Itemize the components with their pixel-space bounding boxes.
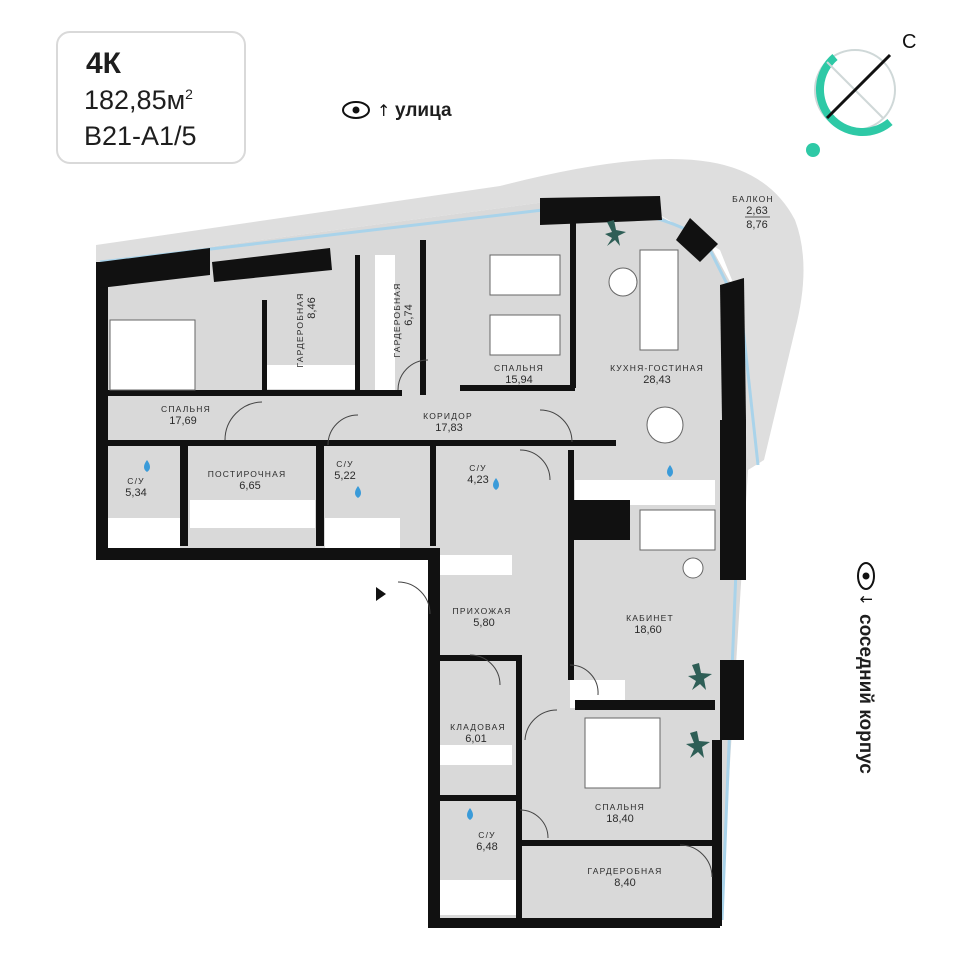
sun-icon [806,143,820,157]
svg-text:КЛАДОВАЯ: КЛАДОВАЯ [450,722,506,732]
room-corridor: КОРИДОР 17,83 [423,411,473,434]
water-drop-icon [667,465,673,477]
apartment-type: 4К [86,47,121,80]
room-labels: СПАЛЬНЯ 17,69 ГАРДЕРОБНАЯ 8,46 ГАРДЕРОБН… [125,194,774,889]
compass: С [806,31,916,157]
plant-icon [686,731,710,758]
apartment-area: 182,85м2 [84,85,193,115]
plant-icon [605,220,626,246]
room-laundry: ПОСТИРОЧНАЯ 6,65 [208,469,287,492]
plant-icons [605,220,712,758]
room-wardrobe-2: ГАРДЕРОБНАЯ 6,74 [392,282,415,357]
svg-text:15,94: 15,94 [505,374,533,386]
svg-text:С/У: С/У [336,459,354,469]
water-icons [144,460,673,820]
svg-text:ПРИХОЖАЯ: ПРИХОЖАЯ [453,606,512,616]
eye-icon [857,562,875,590]
svg-text:8,46: 8,46 [306,297,318,318]
room-bedroom-3: СПАЛЬНЯ 18,40 [595,802,645,825]
room-bedroom-1: СПАЛЬНЯ 17,69 [161,404,211,427]
neighbor-direction: ↑ соседний корпус [855,562,876,774]
water-drop-icon [144,460,150,472]
svg-text:СПАЛЬНЯ: СПАЛЬНЯ [494,363,544,373]
street-label: улица [395,100,452,121]
room-wardrobe-3: ГАРДЕРОБНАЯ 8,40 [587,866,662,889]
room-balcony: БАЛКОН 2,63 8,76 [732,194,774,231]
furniture [109,249,716,789]
room-bathroom-4: С/У 6,48 [476,830,497,853]
svg-text:ГАРДЕРОБНАЯ: ГАРДЕРОБНАЯ [587,866,662,876]
svg-text:КУХНЯ-ГОСТИНАЯ: КУХНЯ-ГОСТИНАЯ [610,363,704,373]
water-drop-icon [355,486,361,498]
svg-text:17,83: 17,83 [435,422,463,434]
entrance-arrow-icon [376,587,386,601]
svg-text:28,43: 28,43 [643,374,671,386]
svg-text:СПАЛЬНЯ: СПАЛЬНЯ [161,404,211,414]
svg-text:ГАРДЕРОБНАЯ: ГАРДЕРОБНАЯ [392,282,402,357]
svg-text:С/У: С/У [469,463,487,473]
eye-icon [342,101,370,119]
svg-text:ГАРДЕРОБНАЯ: ГАРДЕРОБНАЯ [295,292,305,367]
svg-text:8,76: 8,76 [746,219,767,231]
room-bathroom-1: С/У 5,34 [125,476,146,499]
up-arrow-icon: ↑ [377,101,390,120]
room-wardrobe-1: ГАРДЕРОБНАЯ 8,46 [295,292,318,367]
doors [224,359,713,878]
street-direction: ↑ улица [342,100,452,121]
svg-text:6,01: 6,01 [465,733,486,745]
room-hallway: ПРИХОЖАЯ 5,80 [453,606,512,629]
svg-text:КОРИДОР: КОРИДОР [423,411,473,421]
svg-text:БАЛКОН: БАЛКОН [732,194,774,204]
svg-text:6,48: 6,48 [476,841,497,853]
water-drop-icon [467,808,473,820]
svg-text:17,69: 17,69 [169,415,197,427]
svg-text:18,60: 18,60 [634,624,662,636]
room-kitchen-living: КУХНЯ-ГОСТИНАЯ 28,43 [610,363,704,386]
room-storage: КЛАДОВАЯ 6,01 [450,722,506,745]
terrace-area [96,159,804,470]
svg-text:5,34: 5,34 [125,487,146,499]
compass-north-letter: С [902,31,916,53]
svg-text:С/У: С/У [478,830,496,840]
svg-text:СПАЛЬНЯ: СПАЛЬНЯ [595,802,645,812]
apartment-code: B21-A1/5 [84,121,197,151]
svg-text:8,40: 8,40 [614,877,635,889]
room-bathroom-3: С/У 4,23 [467,463,488,486]
svg-text:5,80: 5,80 [473,617,494,629]
svg-text:КАБИНЕТ: КАБИНЕТ [626,613,674,623]
neighbor-label: соседний корпус [855,614,876,774]
up-arrow-icon: ↑ [857,593,876,606]
water-drop-icon [493,478,499,490]
svg-text:5,22: 5,22 [334,470,355,482]
apartment-info-card: 4К 182,85м2 B21-A1/5 [56,31,246,164]
svg-text:4,23: 4,23 [467,474,488,486]
svg-text:18,40: 18,40 [606,813,634,825]
room-study: КАБИНЕТ 18,60 [626,613,674,636]
svg-text:6,65: 6,65 [239,480,260,492]
walls [96,196,746,928]
room-bedroom-2: СПАЛЬНЯ 15,94 [494,363,544,386]
svg-text:2,63: 2,63 [746,205,767,217]
plant-icon [688,663,712,690]
svg-text:6,74: 6,74 [403,304,415,325]
room-bathroom-2: С/У 5,22 [334,459,355,482]
svg-text:ПОСТИРОЧНАЯ: ПОСТИРОЧНАЯ [208,469,287,479]
svg-text:С/У: С/У [127,476,145,486]
